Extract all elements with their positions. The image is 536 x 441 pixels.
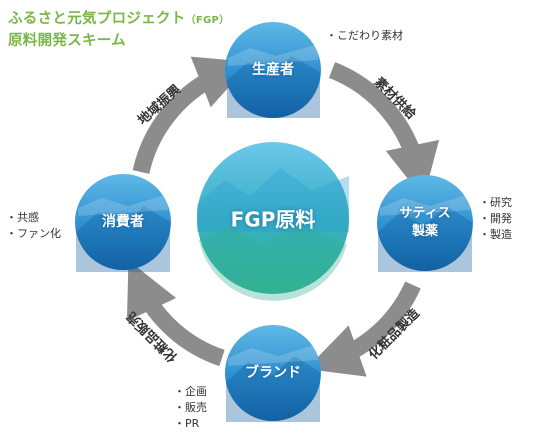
brand-label: ブランド (245, 365, 301, 381)
diagram-subtitle: 原料開発スキーム (8, 33, 126, 49)
producer-label: 生産者 (252, 62, 294, 78)
brand-notes: ・企画 ・販売 ・PR (174, 385, 207, 430)
brand-node (225, 325, 321, 422)
flow-arc-bottom-right (306, 281, 421, 377)
flow-arc-top-right (328, 62, 440, 199)
producer-node (225, 22, 321, 118)
flow-arc-bottom-left (126, 260, 225, 367)
consumer-label: 消費者 (102, 214, 144, 230)
satiis-notes: ・研究 ・開発 ・製造 (479, 196, 512, 241)
diagram-title: ふるさと元気プロジェクト（FGP） (8, 9, 229, 31)
satiis-node (377, 175, 473, 272)
consumer-notes: ・共感 ・ファン化 (6, 211, 61, 240)
title-main: ふるさと元気プロジェクト (8, 11, 186, 27)
title-abbrev: （FGP） (185, 15, 230, 26)
flow-arc-top-left (132, 56, 252, 174)
center-circle (197, 142, 349, 301)
consumer-node (75, 174, 171, 272)
producer-notes: ・こだわり素材 (326, 29, 403, 42)
satiis-label: サティス 製薬 (399, 206, 451, 239)
center-label: FGP原料 (230, 207, 316, 232)
